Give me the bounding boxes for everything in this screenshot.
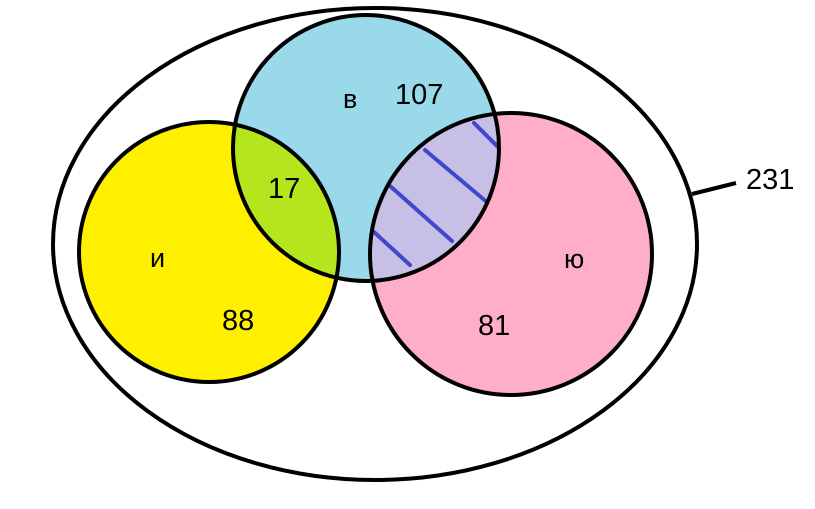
set-v-value: 107: [395, 79, 443, 111]
set-yu-label: ю: [564, 244, 584, 274]
set-i-value: 88: [222, 305, 254, 337]
set-yu-value: 81: [478, 310, 510, 342]
intersection-i-v-region: [233, 122, 339, 281]
universe-ellipse: [51, 6, 699, 482]
set-v-label: в: [343, 84, 357, 114]
intersection-i-v-value: 17: [268, 173, 300, 205]
set-i-outline: [77, 120, 341, 384]
total-value: 231: [746, 164, 794, 196]
total-pointer-line: [691, 181, 737, 196]
set-v-outline: [231, 13, 501, 283]
set-yu-outline: [368, 111, 654, 397]
intersection-v-yu-region: [370, 113, 499, 281]
set-i-label: и: [150, 243, 165, 273]
